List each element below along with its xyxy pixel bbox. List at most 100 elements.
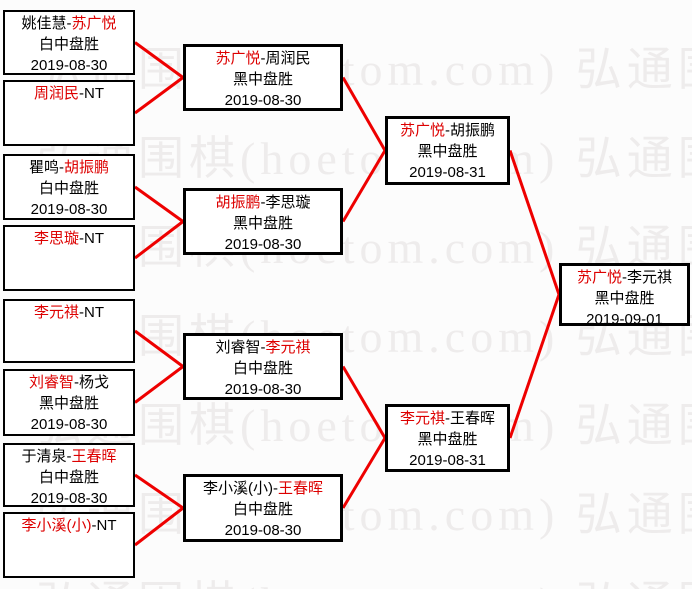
player-separator: -: [272, 480, 278, 497]
match-players: 李元祺-NT: [5, 302, 133, 323]
player-name: NT: [84, 304, 104, 321]
match-players: 苏广悦-李元祺: [562, 267, 687, 288]
match-box-sf-1: 苏广悦-胡振鹏 黑中盘胜 2019-08-31: [385, 116, 510, 185]
player-name: 李思璇: [33, 230, 79, 247]
player-name: 苏广悦: [399, 122, 445, 139]
player-separator: -: [260, 194, 266, 211]
match-result: 白中盘胜: [232, 501, 293, 518]
player-name: NT: [96, 517, 117, 534]
match-result: 白中盘胜: [38, 180, 99, 197]
player-separator: -: [66, 448, 72, 465]
match-players: 刘睿智-李元祺: [186, 337, 340, 358]
match-players: 李元祺-王春晖: [388, 408, 507, 429]
bracket-connector-line: [134, 76, 184, 115]
match-box-r2-1: 苏广悦-周润民 黑中盘胜 2019-08-30: [183, 44, 343, 111]
player-separator: -: [260, 339, 266, 356]
match-result: 黑中盘胜: [232, 215, 293, 232]
player-name: 李元祺: [265, 339, 311, 356]
player-separator: -: [622, 269, 627, 286]
match-box-r1-5: 李元祺-NT: [3, 299, 135, 363]
player-name: 于清泉: [21, 448, 67, 465]
match-players: 胡振鹏-李思璇: [186, 192, 340, 213]
bracket-connector-line: [341, 76, 387, 152]
player-name: 王春晖: [277, 480, 323, 497]
bracket-connector-line: [134, 185, 184, 223]
player-name: 刘睿智: [215, 339, 261, 356]
match-box-r2-2: 胡振鹏-李思璇 黑中盘胜 2019-08-30: [183, 188, 343, 255]
match-date: 2019-08-30: [224, 381, 302, 398]
bracket-connector-line: [134, 473, 184, 510]
player-name: 胡振鹏: [450, 122, 496, 139]
match-box-r2-3: 刘睿智-李元祺 白中盘胜 2019-08-30: [183, 333, 343, 400]
player-name: 李思璇: [265, 194, 311, 211]
player-separator: -: [79, 85, 84, 102]
player-name: 王春晖: [71, 448, 117, 465]
match-players: 刘睿智-杨戈: [5, 372, 133, 393]
match-players: 苏广悦-胡振鹏: [388, 120, 507, 141]
match-result: 黑中盘胜: [38, 395, 99, 412]
match-date: 2019-08-31: [409, 164, 486, 181]
player-name: 瞿鸣: [28, 159, 59, 176]
player-separator: -: [59, 159, 64, 176]
player-name: 姚佳慧: [21, 15, 67, 32]
player-name: 苏广悦: [71, 15, 117, 32]
match-result: 黑中盘胜: [417, 431, 478, 448]
match-players: 李小溪(小)-NT: [5, 515, 133, 536]
bracket-connector-line: [341, 149, 387, 223]
match-box-r1-4: 李思璇-NT: [3, 225, 135, 291]
match-players: 姚佳慧-苏广悦: [5, 13, 133, 34]
match-players: 周润民-NT: [5, 83, 133, 104]
match-date: 2019-08-30: [30, 57, 108, 74]
bracket-connector-line: [341, 437, 387, 509]
player-separator: -: [66, 15, 72, 32]
bracket-connector-line: [508, 294, 561, 439]
player-name: 杨戈: [79, 374, 110, 391]
match-result: 黑中盘胜: [594, 290, 655, 307]
player-separator: -: [445, 122, 450, 139]
player-name: 胡振鹏: [64, 159, 110, 176]
match-result: 白中盘胜: [232, 360, 293, 377]
player-name: 胡振鹏: [215, 194, 261, 211]
bracket-connector-line: [508, 150, 561, 295]
player-separator: -: [91, 517, 97, 534]
player-name: 李元祺: [399, 410, 445, 427]
bracket-connector-line: [341, 365, 387, 439]
match-result: 黑中盘胜: [232, 71, 293, 88]
player-name: 李小溪(小): [202, 480, 273, 497]
match-box-r1-6: 刘睿智-杨戈 黑中盘胜 2019-08-30: [3, 369, 135, 436]
player-name: 苏广悦: [215, 50, 261, 67]
match-players: 李小溪(小)-王春晖: [186, 478, 340, 499]
match-box-r2-4: 李小溪(小)-王春晖 白中盘胜 2019-08-30: [183, 474, 343, 542]
player-name: 李元祺: [33, 304, 79, 321]
match-date: 2019-08-31: [409, 452, 486, 469]
player-name: NT: [84, 230, 104, 247]
bracket-connector-line: [134, 41, 184, 79]
player-name: 苏广悦: [576, 269, 622, 286]
bracket-connector-line: [134, 220, 184, 260]
match-date: 2019-08-30: [30, 201, 108, 218]
player-name: NT: [84, 85, 104, 102]
match-date: 2019-09-01: [586, 311, 663, 328]
match-box-r1-7: 于清泉-王春晖 白中盘胜 2019-08-30: [3, 443, 135, 507]
match-players: 瞿鸣-胡振鹏: [5, 157, 133, 178]
match-box-sf-2: 李元祺-王春晖 黑中盘胜 2019-08-31: [385, 404, 510, 472]
player-name: 李小溪(小): [21, 517, 92, 534]
match-box-final: 苏广悦-李元祺 黑中盘胜 2019-09-01: [559, 263, 690, 328]
match-date: 2019-08-30: [30, 416, 108, 433]
match-result: 白中盘胜: [38, 36, 99, 53]
player-separator: -: [260, 50, 266, 67]
player-name: 周润民: [265, 50, 311, 67]
player-name: 周润民: [33, 85, 79, 102]
match-date: 2019-08-30: [224, 236, 302, 253]
player-name: 王春晖: [450, 410, 496, 427]
match-players: 李思璇-NT: [5, 228, 133, 249]
match-date: 2019-08-30: [224, 522, 302, 539]
player-separator: -: [79, 304, 84, 321]
match-box-r1-8: 李小溪(小)-NT: [3, 512, 135, 578]
match-box-r1-3: 瞿鸣-胡振鹏 白中盘胜 2019-08-30: [3, 154, 135, 220]
player-separator: -: [79, 230, 84, 247]
player-name: 李元祺: [627, 269, 673, 286]
player-name: 刘睿智: [28, 374, 74, 391]
